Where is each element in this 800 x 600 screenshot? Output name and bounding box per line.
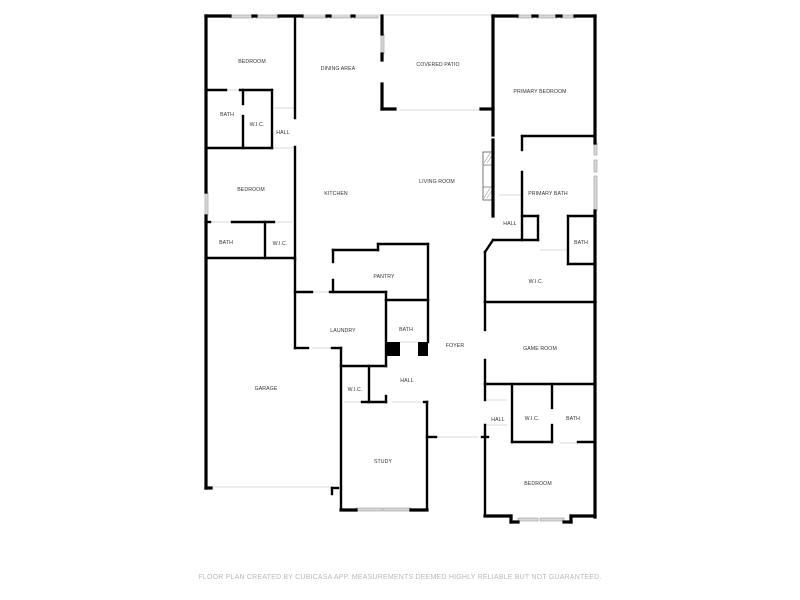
room-label-bath-center: BATH (399, 327, 413, 333)
room-label-bath-primary-small: BATH (574, 240, 588, 246)
room-label-hall-e: HALL (503, 221, 516, 227)
room-label-bath-w: BATH (219, 240, 233, 246)
room-label-hall-nw: HALL (276, 130, 289, 136)
room-label-hall-se: HALL (491, 417, 504, 423)
room-label-study: STUDY (374, 459, 393, 465)
room-label-dining-area: DINING AREA (321, 66, 356, 72)
room-label-bedroom-nw: BEDROOM (238, 59, 266, 65)
room-label-wic-study: W.I.C. (348, 387, 363, 393)
room-label-primary-bath: PRIMARY BATH (528, 191, 568, 197)
room-label-bath-nw: BATH (220, 112, 234, 118)
room-label-bedroom-se: BEDROOM (524, 481, 552, 487)
disclaimer-footer: FLOOR PLAN CREATED BY CUBICASA APP. MEAS… (198, 574, 602, 581)
room-label-foyer: FOYER (446, 343, 465, 349)
room-label-wic-w: W.I.C. (273, 241, 288, 247)
room-label-hall-center: HALL (400, 378, 413, 384)
room-labels: BEDROOM DINING AREA COVERED PATIO PRIMAR… (219, 59, 588, 487)
room-label-primary-bedroom: PRIMARY BEDROOM (513, 89, 566, 95)
room-label-bath-se: BATH (566, 416, 580, 422)
room-label-pantry: PANTRY (373, 274, 395, 280)
room-label-bedroom-w: BEDROOM (237, 187, 265, 193)
room-label-game-room: GAME ROOM (523, 346, 557, 352)
room-label-laundry: LAUNDRY (330, 328, 356, 334)
room-label-wic-nw: W.I.C. (250, 122, 265, 128)
room-label-garage: GARAGE (255, 386, 278, 392)
room-label-covered-patio: COVERED PATIO (416, 62, 459, 68)
room-label-living-room: LIVING ROOM (419, 179, 455, 185)
room-label-wic-primary: W.I.C. (529, 279, 544, 285)
room-label-wic-se: W.I.C. (525, 416, 540, 422)
walls (204, 14, 597, 524)
room-label-kitchen: KITCHEN (324, 191, 348, 197)
